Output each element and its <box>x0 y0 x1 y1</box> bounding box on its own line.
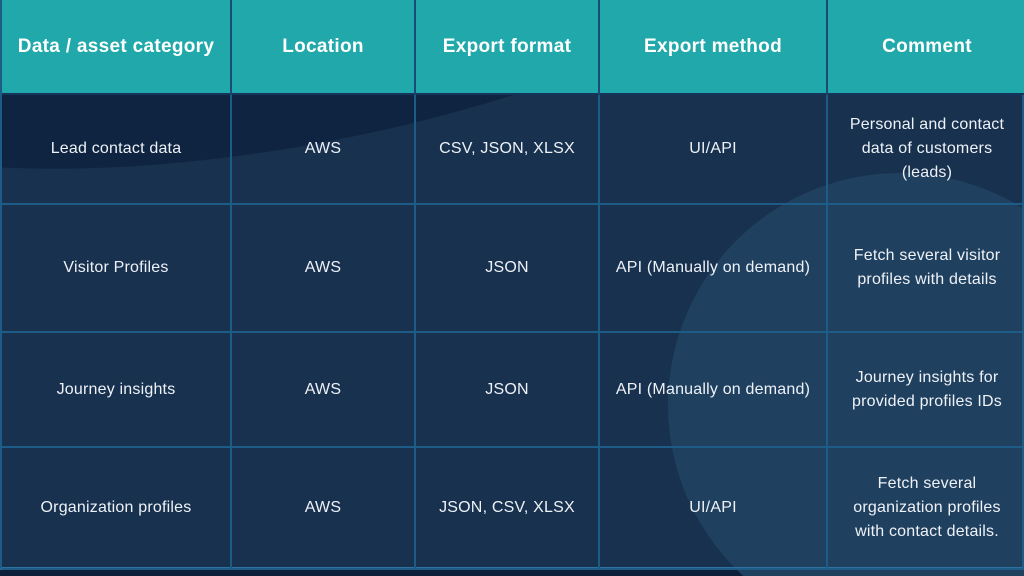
row-2-method-cell: API (Manually on demand) <box>600 205 828 333</box>
row-3-category-cell: Journey insights <box>2 333 232 448</box>
row-1-category-cell: Lead contact data <box>2 95 232 205</box>
header-export-method: Export method <box>600 0 828 95</box>
header-location: Location <box>232 0 416 95</box>
row-1-format-cell: CSV, JSON, XLSX <box>416 95 600 205</box>
row-4-method-cell: UI/API <box>600 448 828 570</box>
row-1-method-cell: UI/API <box>600 95 828 205</box>
light-circle-shape <box>668 173 1024 576</box>
row-4-format-cell: JSON, CSV, XLSX <box>416 448 600 570</box>
row-3-comment-cell: Journey insights for provided profiles I… <box>828 333 1024 448</box>
row-2-category-cell: Visitor Profiles <box>2 205 232 333</box>
row-2-location-cell: AWS <box>232 205 416 333</box>
row-3-method-cell: API (Manually on demand) <box>600 333 828 448</box>
row-2-comment-cell: Fetch several visitor profiles with deta… <box>828 205 1024 333</box>
row-4-location-cell: AWS <box>232 448 416 570</box>
row-4-comment-cell: Fetch several organization profiles with… <box>828 448 1024 570</box>
row-1-comment-cell: Personal and contact data of customers (… <box>828 95 1024 205</box>
row-3-location-cell: AWS <box>232 333 416 448</box>
row-1-location-cell: AWS <box>232 95 416 205</box>
header-comment: Comment <box>828 0 1024 95</box>
header-data-asset-category: Data / asset category <box>2 0 232 95</box>
row-4-category-cell: Organization profiles <box>2 448 232 570</box>
row-2-format-cell: JSON <box>416 205 600 333</box>
row-3-format-cell: JSON <box>416 333 600 448</box>
header-export-format: Export format <box>416 0 600 95</box>
